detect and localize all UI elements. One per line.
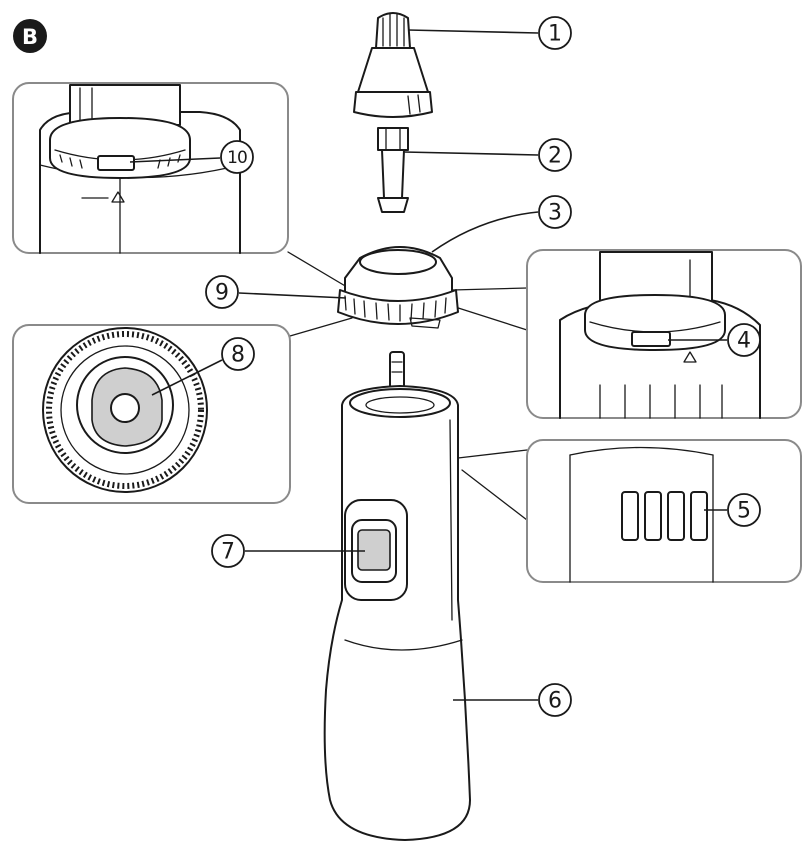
callout-1-circle [538,16,572,50]
socket-knurl [46,331,204,489]
callout-8: 8 [221,337,255,371]
socket-inner-rim [60,345,190,475]
callout-10-circle [220,140,254,174]
callout-3: 3 [538,195,572,229]
callout-1: 1 [538,16,572,50]
drive-shaft-notches [391,361,403,373]
callout-6-circle [538,683,572,717]
connector-mid-left [289,317,353,337]
trimmer-head-collar [353,91,433,118]
callout-7-label: 7 [221,540,235,565]
connector-grip-top [457,449,528,459]
connector-top-left [287,251,353,291]
figure-badge-label: B [22,25,38,49]
figure-badge: B [13,19,47,53]
inset-locked-grip-ribs [599,384,723,419]
callout-6: 6 [538,683,572,717]
part-inner-blade [377,127,409,213]
trimmer-head-cone [357,47,429,93]
inset-locked-position [526,249,802,419]
leader-1 [407,29,539,34]
callout-7: 7 [211,534,245,568]
inset-connectors [287,251,528,521]
inset-grip-ribs [526,439,802,583]
callout-5-label: 5 [737,499,751,524]
leader-2 [403,151,539,156]
leader-8 [151,359,223,396]
inset-lock-ring [49,117,191,179]
callout-10-label: 10 [227,148,247,168]
inner-blade-stem [381,149,405,199]
callout-10: 10 [220,140,254,174]
callout-3-circle [538,195,572,229]
callout-8-label: 8 [231,343,245,368]
holder-ring [337,289,459,325]
callout-2-circle [538,138,572,172]
socket-center-hole [110,393,140,423]
locked-mark-indicator [631,331,671,347]
callout-4-label: 4 [737,329,751,354]
trimmer-head-grip-marks [407,94,421,115]
callout-5: 5 [727,493,761,527]
leader-lines [129,29,727,701]
part-blade-holder [337,246,459,329]
leader-3 [431,211,539,253]
callout-6-label: 6 [548,689,562,714]
lock-mark-indicator [97,155,135,171]
callout-9-label: 9 [215,281,229,306]
callout-5-circle [727,493,761,527]
connector-right-top [451,287,528,291]
grip-rib-2 [644,491,662,541]
callout-9-circle [205,275,239,309]
inner-blade-teeth [385,127,401,151]
callout-3-label: 3 [548,201,562,226]
callout-9: 9 [205,275,239,309]
leader-10 [129,157,221,163]
callout-2: 2 [538,138,572,172]
callout-4: 4 [727,323,761,357]
connector-grip-bottom [461,469,528,521]
grip-rib-4 [690,491,708,541]
trimmer-head-tip [375,12,411,49]
leader-9 [238,292,347,299]
body-highlight [449,419,453,621]
body-seam [344,639,463,651]
body-top-inner [365,396,435,414]
body-shell [323,385,471,841]
inset-lock-cap-ribs [79,87,93,123]
connector-right-bottom [451,305,528,331]
inner-blade-foot [377,197,409,213]
inset-locked-triangle-mark [683,351,697,363]
grip-rib-1 [621,491,639,541]
inset-grip-top-curve [569,446,714,456]
callout-1-label: 1 [548,22,562,47]
holder-ring-tab [409,317,441,329]
holder-ring-knurl [344,295,447,322]
inset-lock-mark [12,82,289,254]
inset-grip-ribs-frame [526,439,802,583]
part-main-body [323,351,471,841]
inner-blade-top [377,127,409,151]
callout-7-circle [211,534,245,568]
inset-lock-triangle-mark [111,191,125,203]
inset-locked-ring [584,294,726,351]
grip-ribs [621,491,708,541]
callout-4-circle [727,323,761,357]
figure-badge-circle [13,19,47,53]
trimmer-head-slots [382,13,405,47]
callout-8-circle [221,337,255,371]
callout-2-label: 2 [548,144,562,169]
part-trimmer-head [353,12,433,118]
grip-rib-3 [667,491,685,541]
power-switch-button [357,529,391,571]
inset-lock-ring-knurl [59,154,181,169]
holder-dome-top [359,249,437,275]
inset-blade-socket [12,324,291,504]
